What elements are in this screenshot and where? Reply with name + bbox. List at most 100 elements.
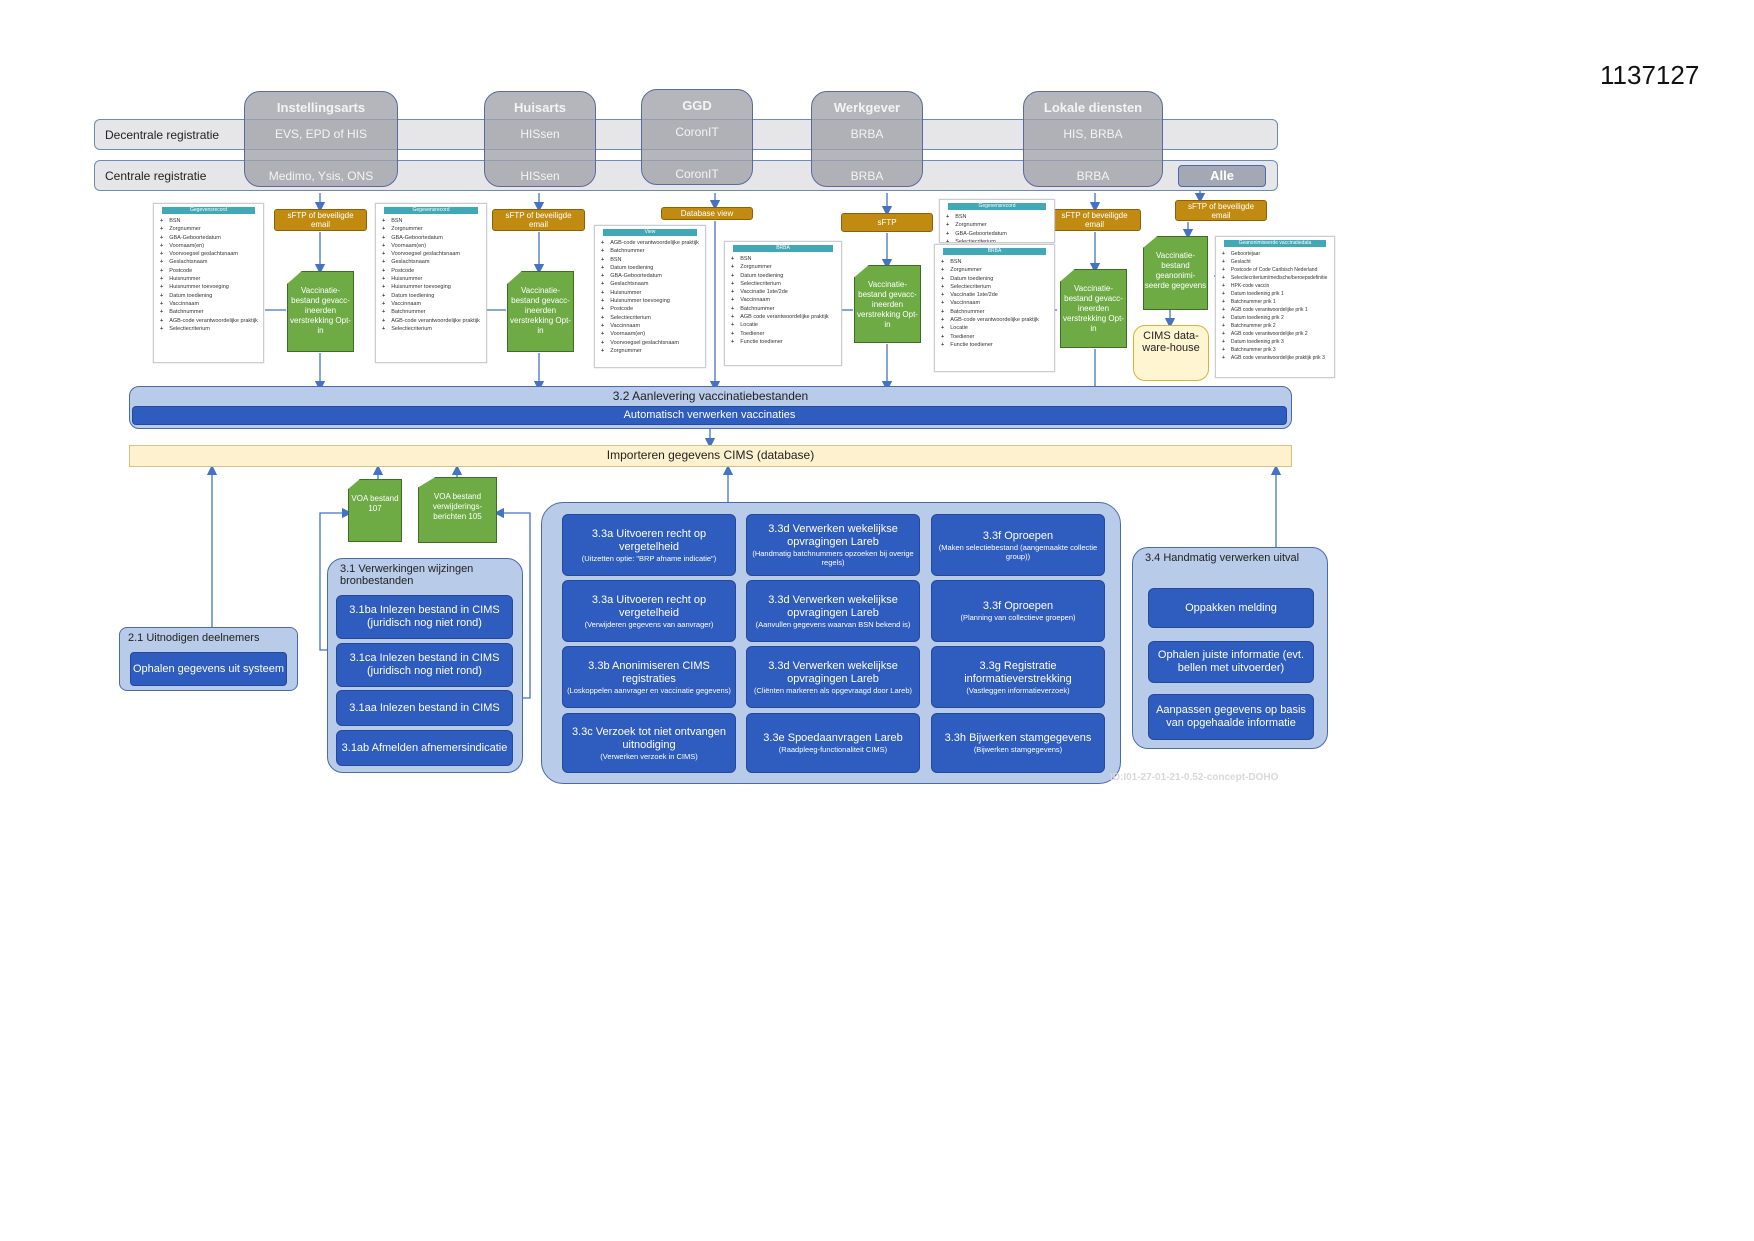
actor-decentral-system: HISsen	[520, 127, 560, 141]
process-3-3-3[interactable]: 3.3f Oproepen(Maken selectiebestand (aan…	[931, 514, 1105, 576]
oppakken-melding-button[interactable]: Oppakken melding	[1148, 588, 1314, 628]
card-field: Vaccinnaam	[160, 300, 263, 308]
process-3-3-9[interactable]: 3.3g Registratie informatieverstrekking(…	[931, 646, 1105, 708]
process-3-3-2[interactable]: 3.3d Verwerken wekelijkse opvragingen La…	[746, 514, 920, 576]
card-field: Batchnummer prik 2	[1222, 322, 1334, 330]
card-field: Geboortejaar	[1222, 250, 1334, 258]
process-3-3-8[interactable]: 3.3d Verwerken wekelijkse opvragingen La…	[746, 646, 920, 708]
process-3-1ab[interactable]: 3.1ab Afmelden afnemersindicatie	[336, 730, 513, 766]
process-3-3-10[interactable]: 3.3c Verzoek tot niet ontvangen uitnodig…	[562, 713, 736, 773]
group-title: 3.4 Handmatig verwerken uitval	[1145, 552, 1300, 564]
process-label: 3.3a Uitvoeren recht op vergetelheid	[591, 527, 707, 553]
actor-central-system: Medimo, Ysis, ONS	[268, 169, 374, 183]
process-label: 3.3d Verwerken wekelijkse opvragingen La…	[768, 523, 898, 548]
process-sublabel: (Loskoppelen aanvrager en vaccinatie geg…	[567, 685, 731, 695]
file-voa-105: VOA bestand verwijderings-berichten 105	[418, 477, 497, 543]
card-field: AGB code verantwoordelijke praktijk	[731, 313, 841, 321]
card-field: AGB-code verantwoordelijke praktijk	[160, 317, 263, 325]
card-field: Voorvoegsel geslachtsnaam	[160, 250, 263, 258]
card-field: Selectiecriterium	[382, 325, 486, 333]
process-sublabel: (Cliënten markeren als opgevraagd door L…	[753, 685, 912, 695]
process-sublabel: (Aanvullen gegevens waarvan BSN bekend i…	[755, 619, 911, 629]
file-vaccinatiebestand: Vaccinatie-bestand gevacc-ineerden verst…	[1060, 269, 1127, 348]
card-field: Locatie	[731, 321, 841, 329]
process-3-3-6[interactable]: 3.3f Oproepen(Planning van collectieve g…	[931, 580, 1105, 642]
card-field: Selectiecriterium	[731, 280, 841, 288]
file-vaccinatiebestand: Vaccinatie-bestand gevacc-ineerden verst…	[854, 265, 921, 343]
card-field: Selectiecriterium	[946, 238, 1054, 242]
process-3-3-5[interactable]: 3.3d Verwerken wekelijkse opvragingen La…	[746, 580, 920, 642]
group-title: 3.1 Verwerkingen wijzingen bronbestanden	[340, 563, 474, 587]
card-fields: BSNZorgnummerDatum toedieningSelectiecri…	[935, 258, 1054, 349]
process-3-1ca[interactable]: 3.1ca Inlezen bestand in CIMS (juridisch…	[336, 643, 513, 687]
process-label: 3.3f Oproepen	[982, 600, 1054, 612]
card-fields: BSNZorgnummerGBA-GeboortedatumSelectiecr…	[940, 213, 1054, 242]
card-field: Vaccinnaam	[941, 299, 1054, 307]
process-label: 3.3f Oproepen	[982, 529, 1054, 542]
card-field: Selectiecriterium	[941, 283, 1054, 291]
card-field: Vaccinnaam	[601, 322, 705, 330]
cims-datawarehouse: CIMS data-ware-house	[1133, 325, 1209, 381]
file-vaccinatiebestand: Vaccinatie-bestand gevacc-ineerden verst…	[287, 271, 354, 352]
card-field: Batchnummer	[382, 308, 486, 316]
ophalen-informatie-button[interactable]: Ophalen juiste informatie (evt. bellen m…	[1148, 641, 1314, 683]
process-label: 3.3b Anonimiseren CIMS registraties	[588, 659, 710, 685]
card-field: Datum toediening	[382, 292, 486, 300]
card-field: Zorgnummer	[946, 221, 1054, 229]
process-sublabel: (Maken selectiebestand (aangemaakte coll…	[938, 542, 1098, 561]
process-3-1ba[interactable]: 3.1ba Inlezen bestand in CIMS (juridisch…	[336, 595, 513, 639]
card-field: Huisnummer toevoeging	[160, 283, 263, 291]
process-3-3-7[interactable]: 3.3b Anonimiseren CIMS registraties(Losk…	[562, 646, 736, 708]
card-field: Voornaam(en)	[382, 242, 486, 250]
process-3-3-11[interactable]: 3.3e Spoedaanvragen Lareb(Raadpleeg-func…	[746, 713, 920, 773]
card-field: Voornaam(en)	[160, 242, 263, 250]
actor-title: Werkgever	[833, 100, 901, 115]
card-field: Batchnummer	[601, 247, 705, 255]
process-sublabel: (Bijwerken stamgegevens)	[973, 745, 1063, 754]
card-field: Geslacht	[1222, 258, 1334, 266]
card-field: AGB-code verantwoordelijke praktijk	[601, 239, 705, 247]
card-field: Huisnummer	[601, 289, 705, 297]
process-3-3-1[interactable]: 3.3a Uitvoeren recht op vergetelheid(Uit…	[562, 514, 736, 576]
card-field: Datum toediening prik 3	[1222, 338, 1334, 346]
actor-decentral-system: CoronIT	[675, 125, 719, 139]
channel-sftp: sFTP	[841, 213, 933, 232]
process-sublabel: (Planning van collectieve groepen)	[960, 613, 1076, 622]
actor-central-system: BRBA	[850, 169, 884, 183]
actor-title: GGD	[682, 98, 712, 113]
card-field: Geslachtsnaam	[160, 258, 263, 266]
card-field: GBA-Geboortedatum	[382, 234, 486, 242]
actor-title: Huisarts	[513, 100, 567, 115]
actor-werkgever: Werkgever BRBA BRBA	[811, 91, 923, 187]
process-3-3-12[interactable]: 3.3h Bijwerken stamgegevens(Bijwerken st…	[931, 713, 1105, 773]
card-field: Selectiecriterium	[160, 325, 263, 333]
card-fields: BSNZorgnummerGBA-GeboortedatumVoornaam(e…	[154, 217, 263, 333]
card-field: Functie toediener	[731, 338, 841, 346]
card-field: Voorvoegsel geslachtsnaam	[601, 339, 705, 347]
section-title: 3.2 Aanlevering vaccinatiebestanden	[612, 389, 809, 403]
actor-title: Instellingsarts	[276, 100, 366, 115]
card-field: Geslachtsnaam	[601, 280, 705, 288]
card-field: GBA-Geboortedatum	[946, 230, 1054, 238]
ophalen-gegevens-button[interactable]: Ophalen gegevens uit systeem	[130, 652, 287, 686]
file-voa-107: VOA bestand 107	[348, 479, 402, 542]
actor-instellingsarts: Instellingsarts EVS, EPD of HIS Medimo, …	[244, 91, 398, 187]
actor-huisarts: Huisarts HISsen HISsen	[484, 91, 596, 187]
card-field: Selectiecriterium	[601, 314, 705, 322]
band-label: Centrale registratie	[105, 168, 207, 183]
card-field: HPK-code vaccin	[1222, 282, 1334, 290]
process-3-1aa[interactable]: 3.1aa Inlezen bestand in CIMS	[336, 690, 513, 726]
process-3-3-4[interactable]: 3.3a Uitvoeren recht op vergetelheid(Ver…	[562, 580, 736, 642]
document-number: 1137127	[1600, 60, 1700, 90]
aanpassen-gegevens-button[interactable]: Aanpassen gegevens op basis van opgehaal…	[1148, 694, 1314, 740]
process-label: 3.3e Spoedaanvragen Lareb	[763, 732, 903, 744]
channel-sftp-email: sFTP of beveiligde email	[274, 209, 367, 231]
process-label: 3.3c Verzoek tot niet ontvangen uitnodig…	[571, 725, 727, 751]
automatisch-verwerken-button[interactable]: Automatisch verwerken vaccinaties	[132, 406, 1287, 425]
record-card-gegevensrecord: GegevensrecordBSNZorgnummerGBA-Geboorted…	[939, 199, 1055, 243]
card-field: Zorgnummer	[731, 263, 841, 271]
card-field: Zorgnummer	[941, 266, 1054, 274]
card-field: Batchnummer	[941, 308, 1054, 316]
actor-central-system: HISsen	[520, 169, 560, 183]
card-field: Datum toediening	[941, 275, 1054, 283]
